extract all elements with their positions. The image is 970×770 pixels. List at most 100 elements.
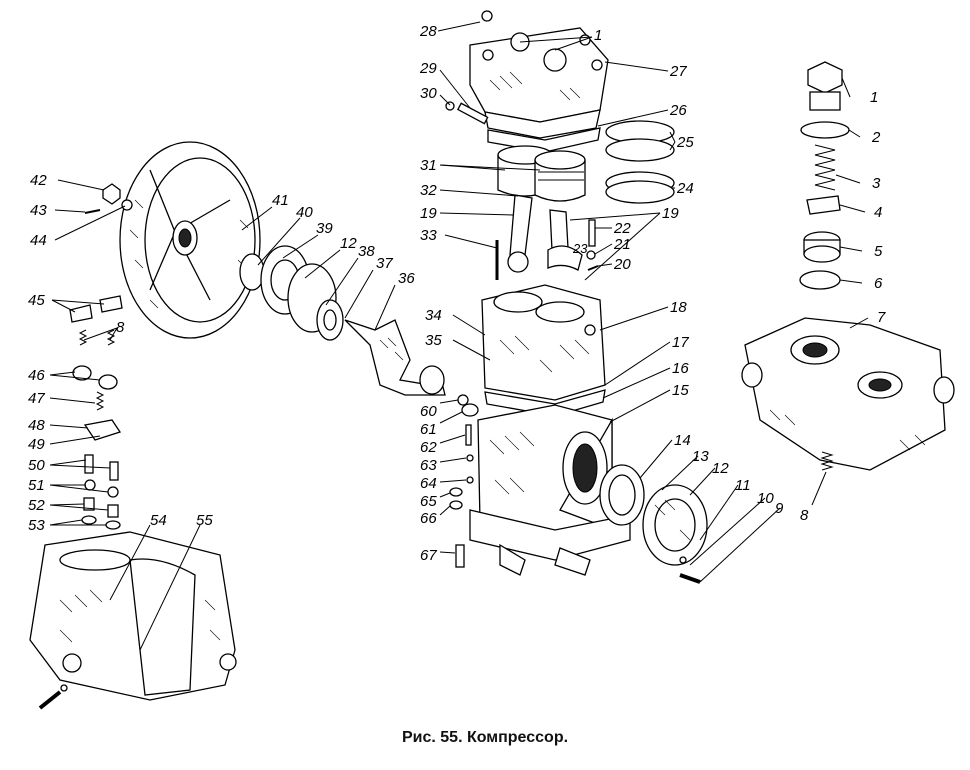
label-48: 48: [28, 417, 45, 434]
label-17: 17: [672, 334, 689, 351]
label-20: 20: [613, 256, 631, 273]
rear-cover-11: [642, 484, 708, 566]
diagram-drawing: 28 1 27 29 30 26 25 24 31 32 19 19 22 33…: [28, 10, 955, 710]
label-32: 32: [420, 182, 437, 199]
label-63: 63: [420, 457, 437, 474]
label-60: 60: [420, 403, 437, 420]
label-13: 13: [692, 448, 709, 465]
cylinder-block-18: [481, 284, 606, 401]
crankcase-15: [469, 404, 631, 576]
plate-48: [83, 419, 122, 441]
label-15: 15: [672, 382, 689, 399]
washer-58: [60, 684, 68, 692]
key-43: [84, 209, 101, 214]
washer-44: [121, 199, 133, 211]
label-65: 65: [420, 493, 437, 510]
label-42: 42: [30, 172, 47, 189]
nut-21: [586, 250, 596, 260]
label-31: 31: [420, 157, 437, 174]
valve-head-7: [741, 317, 955, 471]
bearing-38: [316, 299, 344, 341]
label-50: 50: [28, 457, 45, 474]
label-62: 62: [420, 439, 437, 456]
label-9: 9: [775, 500, 784, 517]
pin-20: [587, 265, 599, 271]
label-37: 37: [376, 255, 393, 272]
label-40: 40: [296, 204, 313, 221]
label-39: 39: [316, 220, 333, 237]
label-21: 21: [613, 236, 631, 253]
label-44: 44: [30, 232, 47, 249]
label-66: 66: [420, 510, 437, 527]
label-34: 34: [425, 307, 442, 324]
pin-29: [456, 102, 489, 125]
label-55: 55: [196, 512, 213, 529]
label-26: 26: [669, 102, 687, 119]
crankshaft-36: [344, 319, 446, 396]
label-51: 51: [28, 477, 45, 494]
label-46: 46: [28, 367, 45, 384]
label-54: 54: [150, 512, 167, 529]
label-1-right: 1: [870, 89, 878, 106]
label-27: 27: [669, 63, 687, 80]
label-67: 67: [420, 547, 437, 564]
bolt-28: [481, 10, 493, 22]
label-64: 64: [420, 475, 437, 492]
part-labels: 28 1 27 29 30 26 25 24 31 32 19 19 22 33…: [28, 23, 886, 564]
label-6: 6: [874, 275, 883, 292]
label-16: 16: [672, 360, 689, 377]
label-2: 2: [871, 129, 881, 146]
bearing-14: [599, 464, 645, 526]
valves-46: [72, 365, 118, 390]
seat-5: [803, 231, 841, 263]
label-23: 23: [572, 241, 588, 256]
oil-seal-40: [239, 253, 265, 291]
springs-8-left: [78, 329, 116, 346]
nut-30: [445, 101, 455, 111]
connecting-rods-19: [507, 194, 583, 273]
label-3: 3: [872, 175, 881, 192]
label-61: 61: [420, 421, 437, 438]
label-12-right: 12: [712, 460, 729, 477]
label-53: 53: [28, 517, 45, 534]
label-1-top: 1: [594, 27, 602, 44]
label-11: 11: [735, 477, 751, 494]
label-36: 36: [398, 270, 415, 287]
label-29: 29: [419, 60, 437, 77]
piston-rings-24: [605, 171, 675, 204]
spring-3: [814, 144, 836, 191]
valve-4: [806, 195, 841, 215]
label-33: 33: [420, 227, 437, 244]
bolt-22: [588, 219, 596, 247]
valve-guides-45: [69, 295, 123, 323]
label-41: 41: [272, 192, 289, 209]
label-47: 47: [28, 390, 45, 407]
gasket-6: [799, 270, 841, 290]
bolt-9: [679, 573, 701, 584]
label-35: 35: [425, 332, 442, 349]
pulley-41: [119, 141, 261, 339]
fasteners-60-67: [449, 394, 479, 568]
label-52: 52: [28, 497, 45, 514]
label-28: 28: [419, 23, 437, 40]
plug-1: [807, 61, 843, 111]
label-43: 43: [30, 202, 47, 219]
label-25: 25: [676, 134, 694, 151]
label-38: 38: [358, 243, 375, 260]
label-8-right: 8: [800, 507, 809, 524]
cylinder-head-27: [469, 27, 609, 139]
label-24: 24: [676, 180, 694, 197]
cylinder-block-section-54: [29, 531, 237, 701]
label-22: 22: [613, 220, 631, 237]
label-12-left: 12: [340, 235, 357, 252]
label-19-right: 19: [662, 205, 679, 222]
figure-caption: Рис. 55. Компрессор.: [401, 729, 569, 746]
nut-42: [102, 183, 121, 205]
washer-2: [800, 121, 850, 139]
label-7: 7: [877, 309, 886, 326]
bolt-10: [679, 556, 687, 564]
label-49: 49: [28, 436, 45, 453]
label-14: 14: [674, 432, 691, 449]
label-45: 45: [28, 292, 45, 309]
